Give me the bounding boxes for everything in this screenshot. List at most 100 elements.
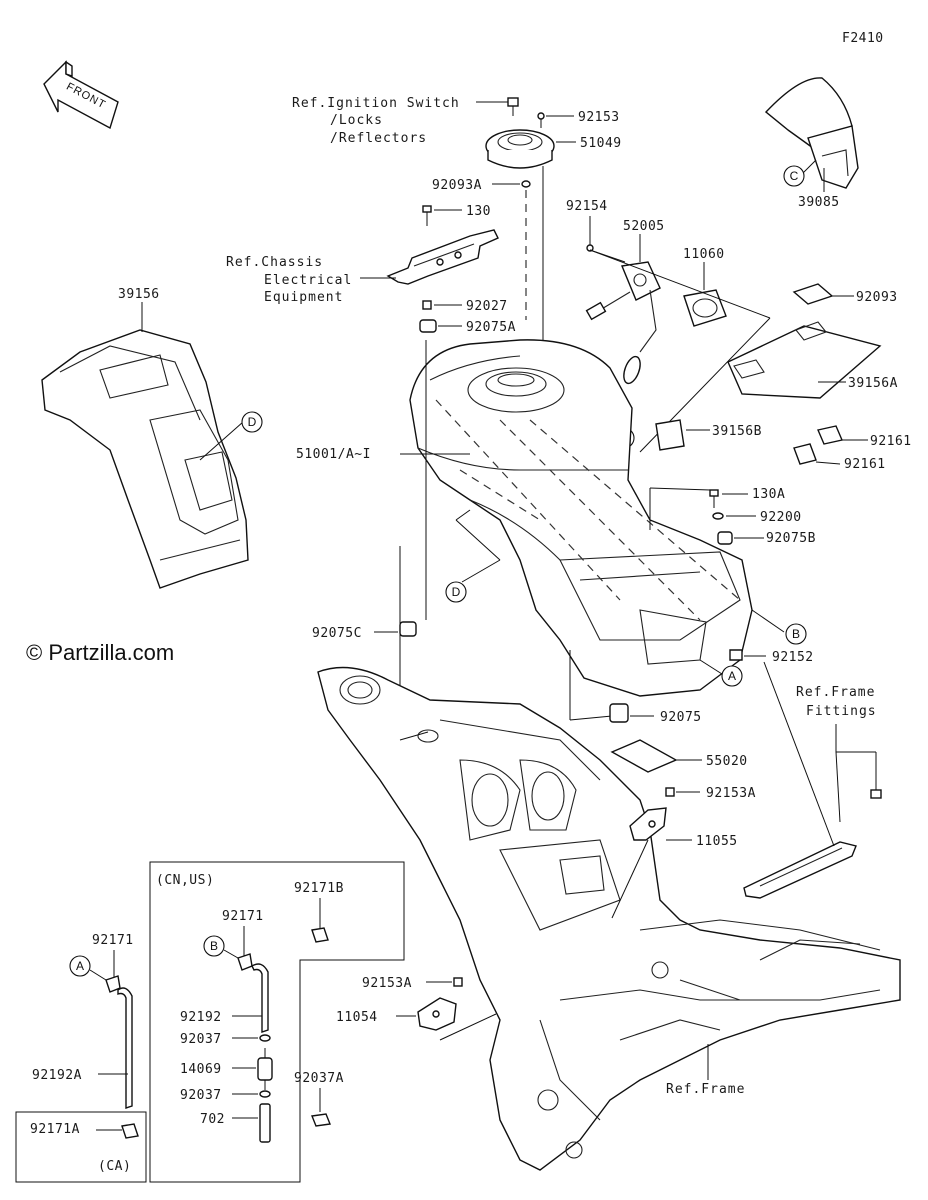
label-51001: 51001/A~I [296, 447, 371, 462]
callout-c-top [783, 165, 805, 187]
callout-b-inset [203, 935, 225, 957]
label-92200: 92200 [760, 510, 802, 525]
label-39085: 39085 [798, 195, 840, 210]
bolt-130 [422, 205, 432, 226]
bolt-92152 [729, 649, 743, 661]
callout-d-left [241, 411, 263, 433]
ca-inset-label: (CA) [98, 1159, 131, 1174]
label-92075B: 92075B [766, 531, 816, 546]
bolt-130A [709, 489, 719, 508]
callout-a-left-text: A [76, 959, 84, 973]
bolt-92153A-top [665, 787, 675, 797]
cn-us-inset-box [149, 861, 405, 1183]
label-11055: 11055 [696, 834, 738, 849]
callout-a-tank [721, 665, 743, 687]
damper-92075A [419, 319, 437, 333]
fuel-tank-51001 [409, 339, 753, 697]
hose-92192 [251, 963, 269, 1033]
ref-ignition-3: /Reflectors [330, 131, 427, 146]
fuel-pump-52005 [585, 261, 661, 385]
label-702: 702 [200, 1112, 225, 1127]
label-92027: 92027 [466, 299, 508, 314]
collar-92027 [422, 300, 432, 310]
ref-chassis-1: Ref.Chassis [226, 255, 323, 270]
label-92075A: 92075A [466, 320, 516, 335]
ref-frame: Ref.Frame [666, 1082, 745, 1097]
pad-39156B [655, 419, 685, 451]
callout-d-left-text: D [248, 415, 257, 429]
tank-pad-39156A [727, 321, 882, 399]
ref-ignition-1: Ref.Ignition Switch [292, 96, 460, 111]
label-92093A: 92093A [432, 178, 482, 193]
pad-55020 [610, 739, 678, 773]
label-92153: 92153 [578, 110, 620, 125]
label-92093: 92093 [856, 290, 898, 305]
label-92192A: 92192A [32, 1068, 82, 1083]
fitting-bolt [870, 789, 882, 799]
label-92037A: 92037A [294, 1071, 344, 1086]
label-92171B: 92171B [294, 881, 344, 896]
label-92152: 92152 [772, 650, 814, 665]
label-39156A: 39156A [848, 376, 898, 391]
washer-92200 [712, 512, 724, 520]
damper-92075 [609, 703, 629, 723]
diagram-id: F2410 [842, 31, 884, 46]
clip-92171A [121, 1123, 139, 1139]
fuel-tank-cover-39156 [41, 329, 249, 589]
chassis-bracket [386, 229, 499, 285]
callout-a-left [69, 955, 91, 977]
label-130A: 130A [752, 487, 785, 502]
bracket-11054 [417, 997, 457, 1031]
clip-92171-inset [237, 953, 253, 971]
label-11054: 11054 [336, 1010, 378, 1025]
hose-92192A [117, 987, 133, 1109]
bolt-92153A-mid [453, 977, 463, 987]
clip-92171B [311, 927, 329, 943]
ref-chassis-2: Electrical [264, 273, 352, 288]
label-39156B: 39156B [712, 424, 762, 439]
pads-92161 [793, 425, 843, 465]
label-92171-left: 92171 [92, 933, 134, 948]
bolt-92153 [537, 112, 545, 128]
label-92171A: 92171A [30, 1122, 80, 1137]
gasket-11060 [683, 289, 727, 327]
hose-702 [259, 1103, 271, 1143]
callout-b-tank-text: B [792, 627, 800, 641]
ref-ignition-2: /Locks [330, 113, 383, 128]
ref-chassis-3: Equipment [264, 290, 343, 305]
callout-d-tank-text: D [452, 585, 461, 599]
damper-92075C [399, 621, 417, 637]
label-92192: 92192 [180, 1010, 222, 1025]
fuel-cap-51049 [485, 129, 555, 169]
callout-b-tank [785, 623, 807, 645]
label-92075C: 92075C [312, 626, 362, 641]
label-92153A-mid: 92153A [362, 976, 412, 991]
label-92161-a: 92161 [870, 434, 912, 449]
label-11060: 11060 [683, 247, 725, 262]
label-52005: 52005 [623, 219, 665, 234]
windscreen-39085 [764, 77, 859, 189]
clamp-92037-a [259, 1034, 271, 1042]
front-arrow-icon: FRONT [43, 60, 119, 130]
pad-92093 [792, 283, 834, 305]
label-92153A-top: 92153A [706, 786, 756, 801]
label-51049: 51049 [580, 136, 622, 151]
gasket-92093A [521, 180, 531, 188]
label-92171-inset: 92171 [222, 909, 264, 924]
filter-14069 [257, 1048, 273, 1090]
label-14069: 14069 [180, 1062, 222, 1077]
callout-c-top-text: C [790, 169, 799, 183]
callout-b-inset-text: B [210, 939, 218, 953]
ca-inset-box [15, 1111, 147, 1183]
label-92037-b: 92037 [180, 1088, 222, 1103]
callout-d-tank [445, 581, 467, 603]
label-92037-a: 92037 [180, 1032, 222, 1047]
ref-frame-fittings-2: Fittings [806, 704, 877, 719]
clamp-92037-b [259, 1090, 271, 1098]
ignition-bolt [507, 97, 519, 116]
ref-frame-fittings-1: Ref.Frame [796, 685, 875, 700]
label-92161-b: 92161 [844, 457, 886, 472]
label-92154: 92154 [566, 199, 608, 214]
label-92075: 92075 [660, 710, 702, 725]
